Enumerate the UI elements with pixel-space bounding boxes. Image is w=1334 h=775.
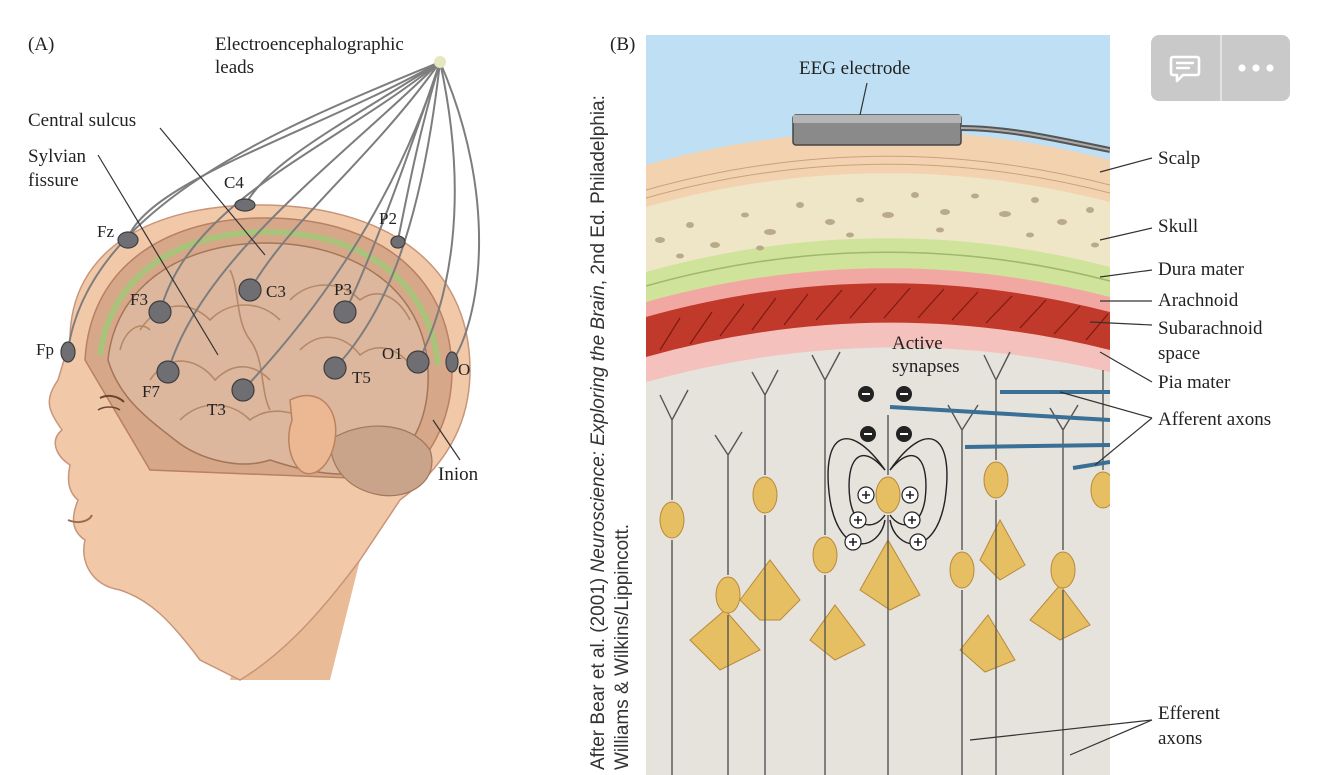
panel-b-tag: (B) (610, 34, 636, 55)
eeg-electrode-label: EEG electrode (799, 58, 911, 79)
panel-a-tag: (A) (28, 34, 55, 55)
subarachnoid-label: Subarachnoid (1158, 318, 1263, 339)
leads-label-2: leads (215, 57, 255, 78)
panel-a: (A) Electroencephalographic leads Centra… (0, 0, 560, 775)
sylvian-label-2: fissure (28, 170, 79, 191)
pia-mater-label: Pia mater (1158, 372, 1231, 393)
electrode-label-p2: P2 (379, 209, 397, 228)
electrode-label-fp: Fp (36, 340, 54, 359)
afferent-axons-label: Afferent axons (1158, 409, 1272, 430)
active-synapses-label-2: synapses (892, 356, 960, 377)
comment-icon (1169, 55, 1201, 83)
active-synapses-label: Active (892, 333, 943, 354)
arachnoid-label: Arachnoid (1158, 290, 1239, 311)
head-illustration (48, 56, 480, 681)
electrode-label-c4: C4 (224, 173, 244, 192)
central-sulcus-label: Central sulcus (28, 110, 137, 131)
electrode-label-o1: O1 (382, 344, 403, 363)
leads-label: Electroencephalographic (215, 34, 404, 55)
dura-mater-label: Dura mater (1158, 259, 1244, 280)
electrode-label-t3: T3 (207, 400, 226, 419)
more-icon (1238, 64, 1274, 72)
skull-label: Skull (1158, 216, 1199, 237)
panel-b: (B) EEG electrode Active synapses Scalp … (560, 0, 1334, 775)
subarachnoid-label-2: space (1158, 343, 1201, 364)
electrode-label-o: O (458, 360, 471, 379)
scalp-label: Scalp (1158, 148, 1201, 169)
efferent-axons-label-2: axons (1158, 728, 1203, 749)
floating-toolbar (1151, 35, 1290, 101)
electrode-label-fz: Fz (97, 222, 114, 241)
electrode-label-t5: T5 (352, 368, 371, 387)
efferent-axons-label: Efferent (1158, 703, 1220, 724)
inion-label: Inion (438, 464, 479, 485)
electrode-label-c3: C3 (266, 282, 286, 301)
electrode-label-p3: P3 (334, 280, 352, 299)
cortex-cross-section (646, 35, 1153, 775)
sylvian-label: Sylvian (28, 146, 87, 167)
electrode-label-f3: F3 (130, 290, 148, 309)
more-options-button[interactable] (1219, 35, 1290, 101)
electrode-label-f7: F7 (142, 382, 160, 401)
comment-button[interactable] (1151, 35, 1220, 101)
